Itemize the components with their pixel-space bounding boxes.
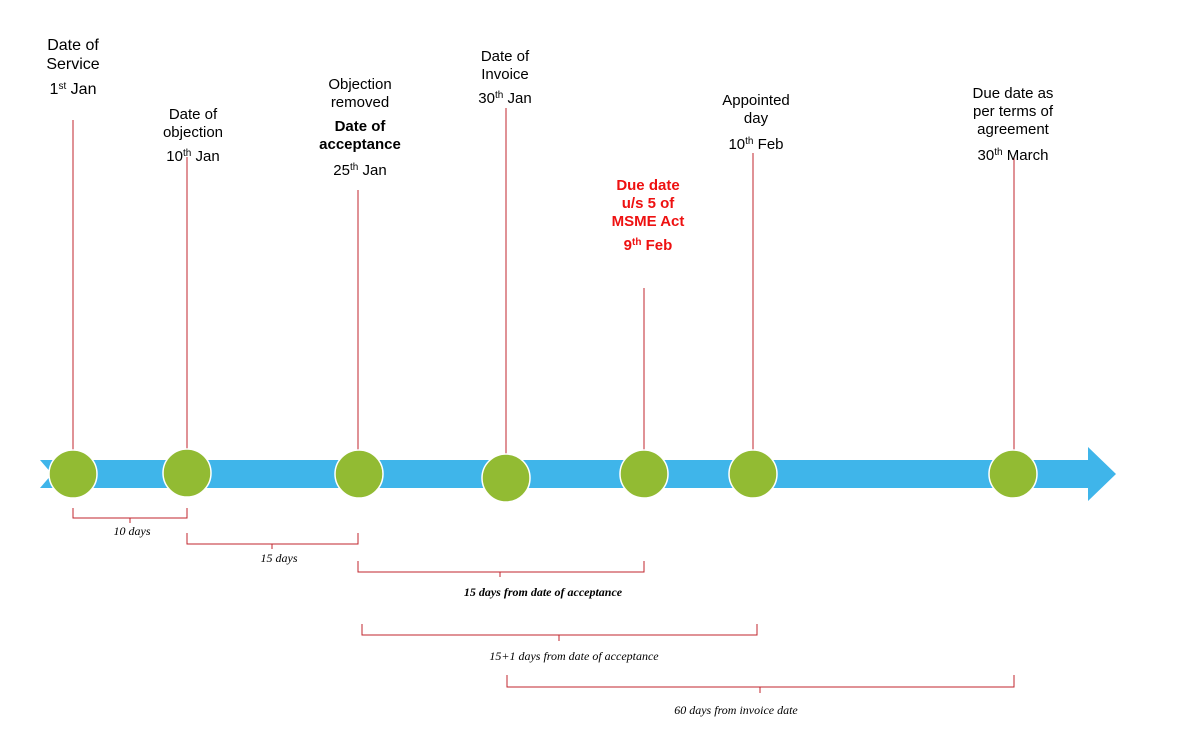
interval-bracket [361, 624, 758, 641]
event-date: 10th Feb [728, 136, 784, 153]
event-name-line: objection [162, 124, 224, 141]
event-appointed-day-label: Appointed day 10th Feb [701, 92, 811, 154]
interval-bracket [72, 508, 188, 523]
event-name-line: Objection [328, 76, 392, 93]
event-name-line: Service [46, 56, 100, 73]
event-acceptance-label: Objection removed Date of acceptance 25t… [300, 76, 420, 180]
event-name-line: day [743, 110, 769, 127]
event-name-line: Due date as [972, 85, 1054, 102]
event-date: 1st Jan [49, 81, 97, 98]
event-msme-due-label: Due date u/s 5 of MSME Act 9th Feb [588, 177, 708, 255]
event-objection-label: Date of objection 10th Jan [143, 106, 243, 166]
event-name-line: agreement [977, 121, 1049, 138]
event-name-line: per terms of [972, 103, 1054, 120]
event-emphasis-line: Date of [334, 118, 386, 135]
event-node [619, 449, 669, 499]
interval-label: 15 days [260, 551, 298, 565]
interval-bracket [186, 533, 359, 549]
event-name-line: Date of [47, 37, 99, 54]
event-name-line: Appointed [722, 92, 790, 109]
interval-label: 10 days [113, 524, 151, 538]
event-node [162, 448, 212, 498]
event-node [988, 449, 1038, 499]
event-date: 30th March [977, 147, 1049, 164]
event-emphasis-line: acceptance [319, 136, 401, 153]
event-node [334, 449, 384, 499]
event-node [48, 449, 98, 499]
event-name-line: MSME Act [611, 213, 685, 230]
interval-label: 60 days from invoice date [674, 703, 798, 717]
event-date: 10th Jan [166, 148, 220, 165]
event-node [481, 453, 531, 503]
timeline-arrow [40, 447, 1116, 501]
interval-label: 15 days from date of acceptance [463, 585, 623, 599]
event-name-line: Date of [480, 48, 530, 65]
event-service-label: Date of Service 1st Jan [23, 36, 123, 99]
event-name-line: u/s 5 of [621, 195, 675, 212]
interval-bracket [357, 561, 645, 577]
event-agreement-due-label: Due date as per terms of agreement 30th … [948, 85, 1078, 165]
event-name-line: Due date [616, 177, 680, 194]
interval-bracket [506, 675, 1015, 693]
event-date: 9th Feb [623, 237, 673, 254]
event-date: 30th Jan [478, 90, 532, 107]
event-invoice-label: Date of Invoice 30th Jan [455, 48, 555, 108]
event-name-line: Date of [168, 106, 218, 123]
event-node [728, 449, 778, 499]
interval-label: 15+1 days from date of acceptance [489, 649, 659, 663]
event-name-line: Invoice [481, 66, 529, 83]
event-date: 25th Jan [333, 162, 387, 179]
event-name-line: removed [330, 94, 390, 111]
